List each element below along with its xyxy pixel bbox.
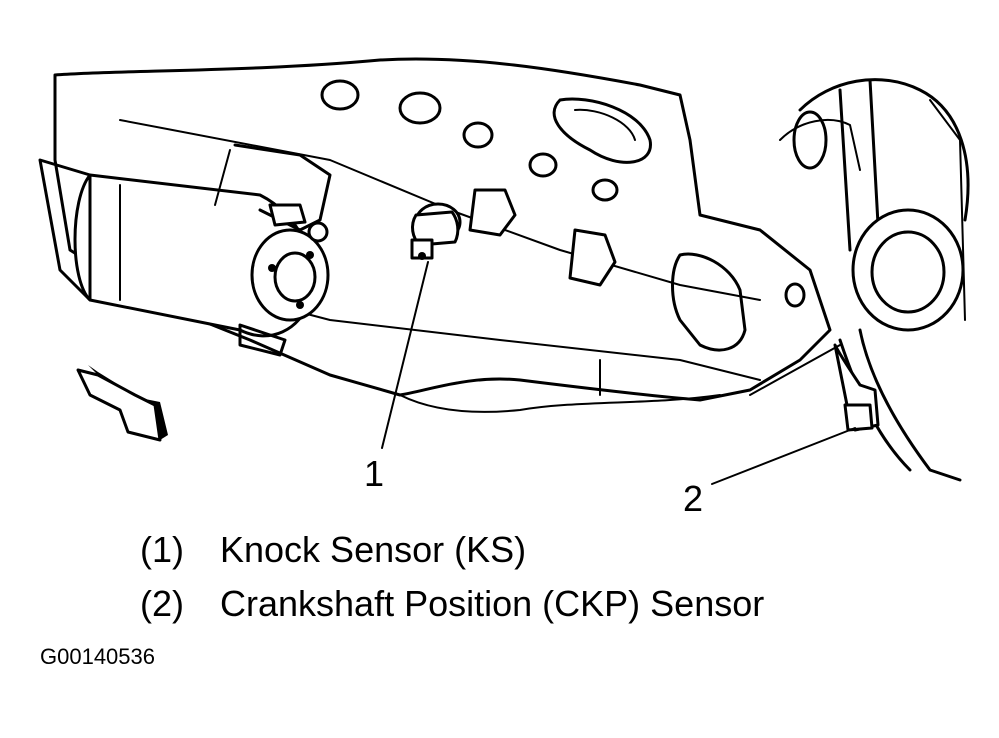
leader-line-1 <box>381 261 429 449</box>
crankshaft-position-sensor <box>749 343 880 432</box>
legend-number: (2) <box>140 583 184 624</box>
legend-label: Crankshaft Position (CKP) Sensor <box>220 583 765 624</box>
legend-number: (1) <box>140 529 184 570</box>
figure-id: G00140536 <box>40 644 155 669</box>
engine-illustration <box>38 57 970 485</box>
legend-item-knock-sensor: (1) Knock Sensor (KS) <box>140 532 526 568</box>
direction-arrow-icon <box>76 365 168 442</box>
callout-number-1: 1 <box>364 453 385 494</box>
callout-number-2: 2 <box>683 478 704 519</box>
engine-ports <box>320 79 806 352</box>
starter-motor <box>38 143 332 357</box>
pulley-assembly <box>779 78 970 482</box>
block-brackets <box>468 188 617 287</box>
knock-sensor <box>410 202 462 260</box>
legend-item-ckp-sensor: (2) Crankshaft Position (CKP) Sensor <box>140 586 764 622</box>
legend-label: Knock Sensor (KS) <box>220 529 527 570</box>
leader-line-2 <box>711 427 856 485</box>
